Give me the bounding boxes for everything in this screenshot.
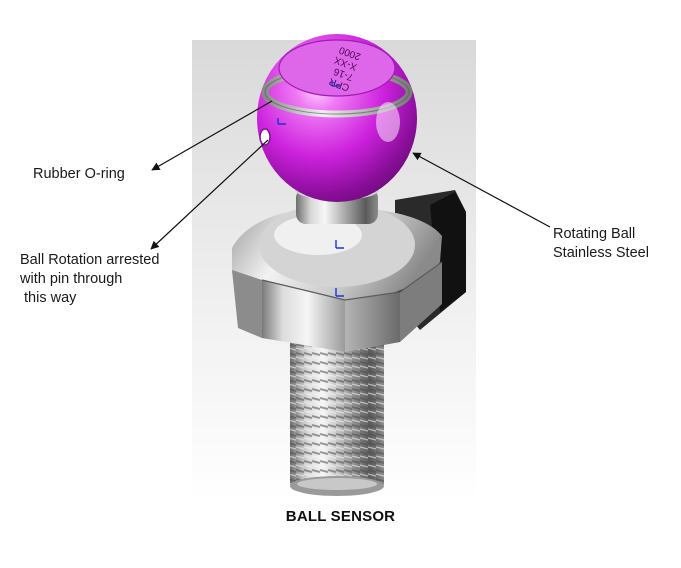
oring-leader [151, 100, 273, 171]
label-rubber-oring: Rubber O-ring [33, 166, 125, 182]
hex-body [232, 190, 466, 352]
figure-caption: BALL SENSOR [285, 508, 396, 525]
label-pin-line-2: with pin through [20, 271, 123, 287]
label-pin-line-3: this way [24, 290, 77, 306]
engraving: CPR 7-16 X-XX 2000 [328, 44, 363, 93]
label-pin: Ball Rotation arrested with pin through … [20, 251, 159, 308]
axis-markers [277, 80, 344, 297]
label-pin-line-1: Ball Rotation arrested [20, 252, 160, 268]
label-ball-line-2: Stainless Steel [553, 245, 649, 261]
ball-leader [412, 152, 551, 228]
label-rotating-ball: Rotating Ball Stainless Steel [553, 225, 649, 263]
label-ball-line-1: Rotating Ball [553, 226, 636, 242]
threaded-shaft [290, 335, 384, 496]
pin-leader [150, 139, 269, 250]
rotating-ball [257, 34, 417, 202]
callout-lines [150, 100, 551, 250]
